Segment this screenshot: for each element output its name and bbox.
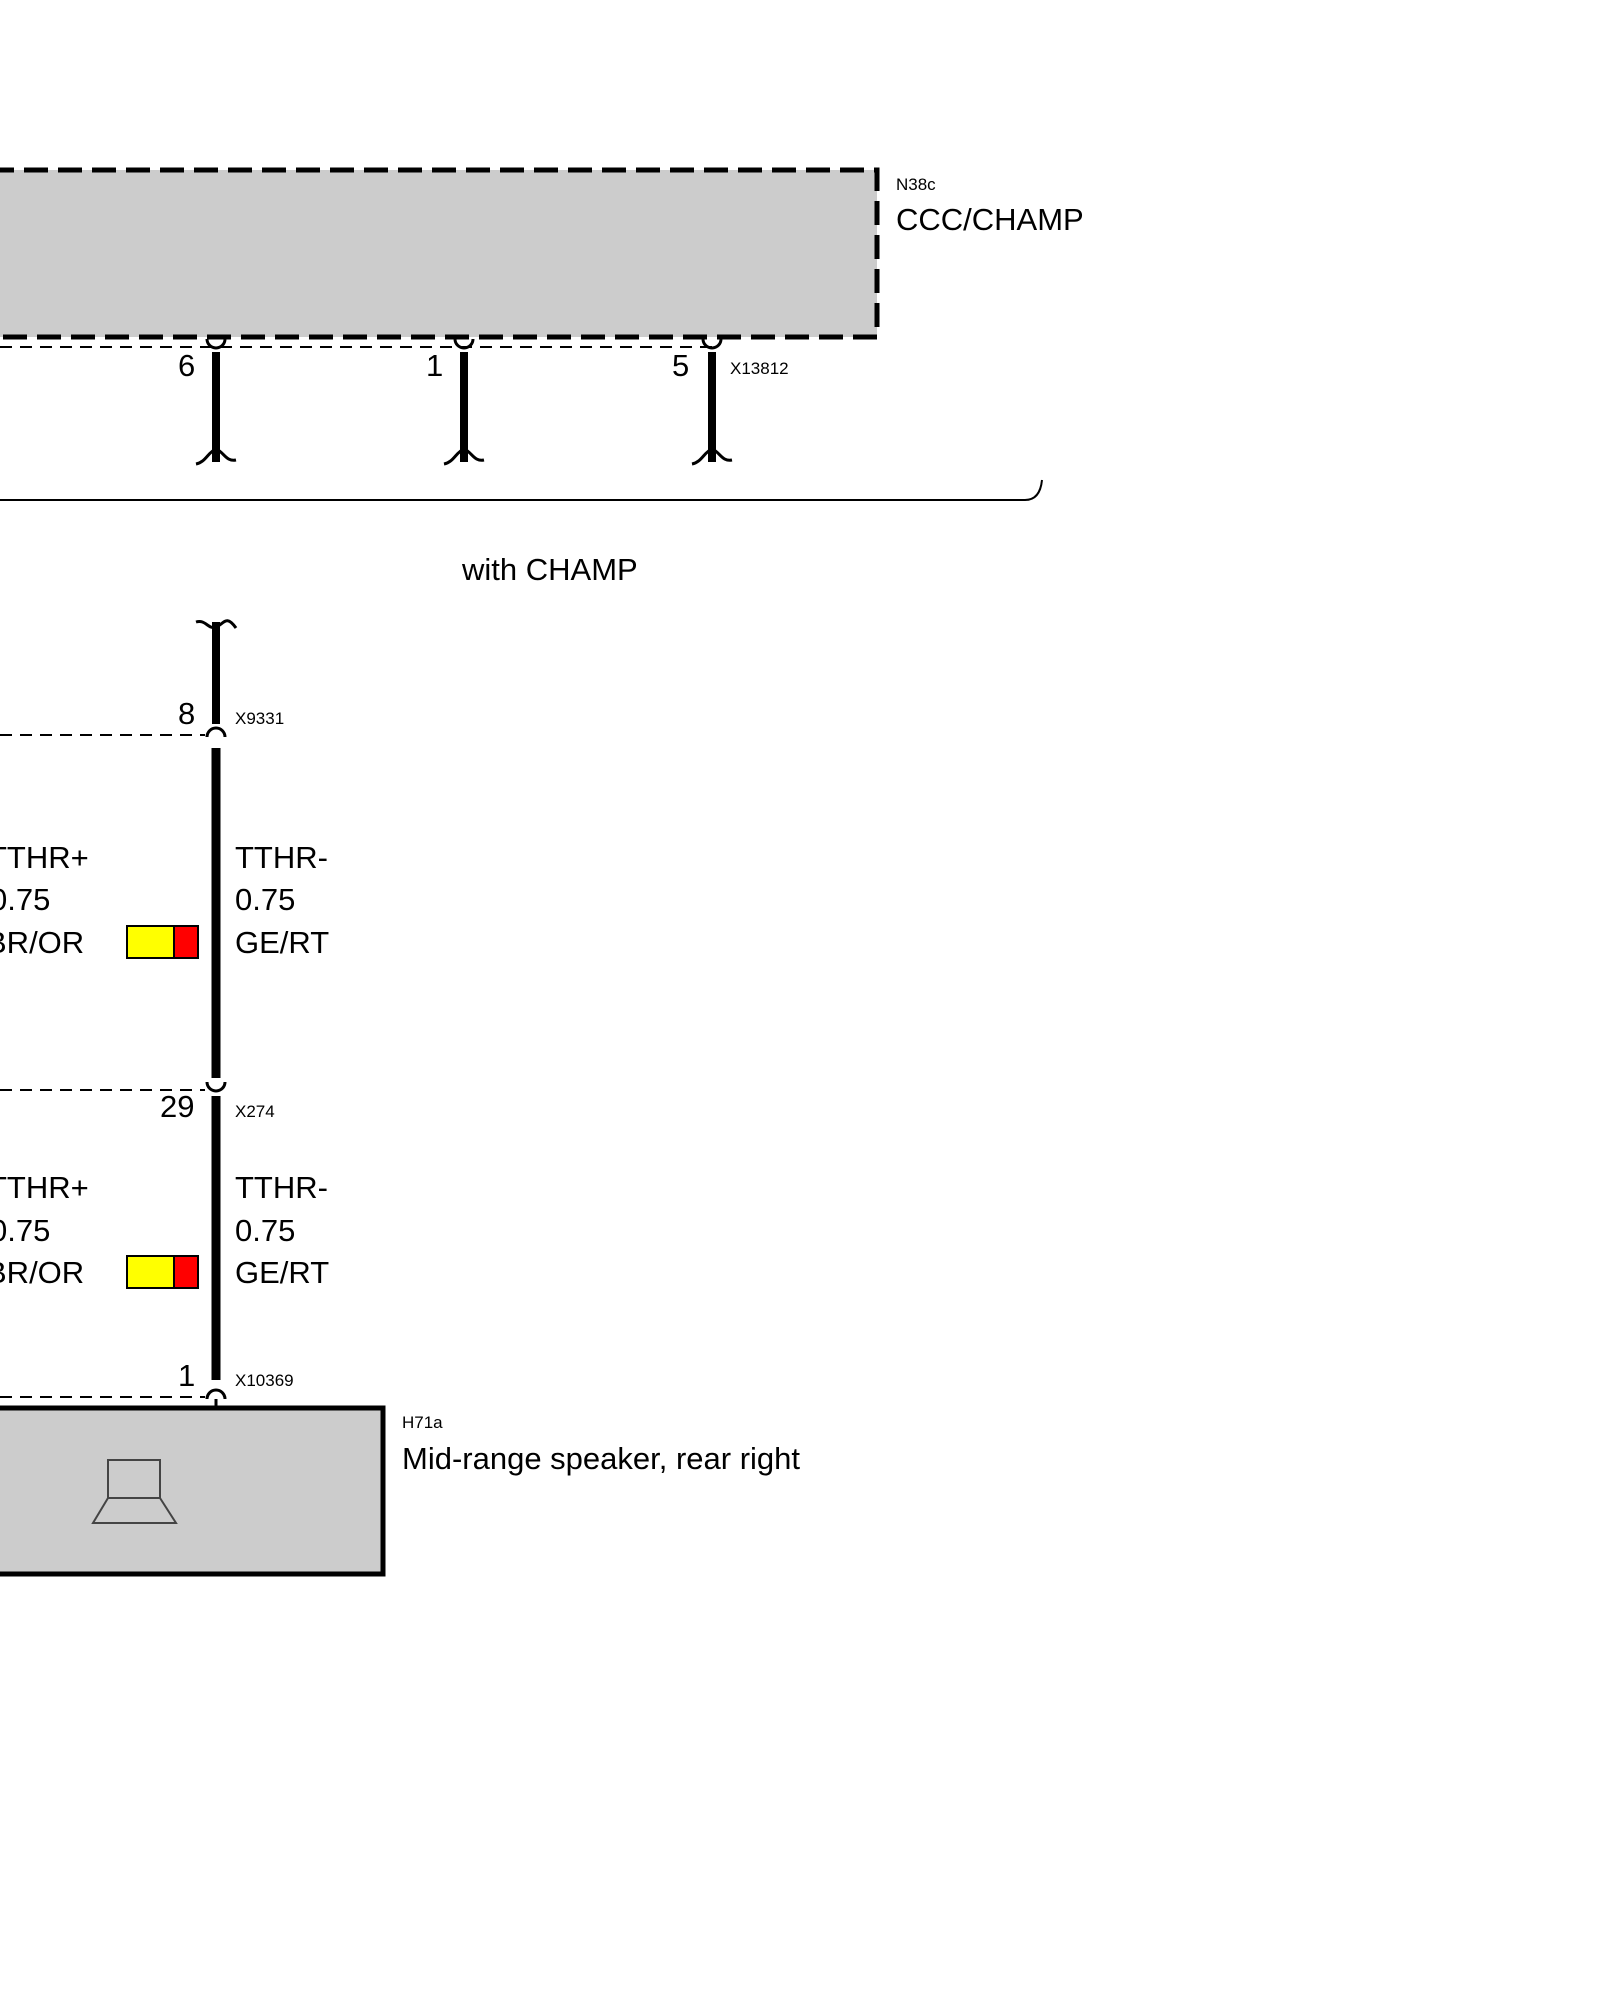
speaker-name: Mid-range speaker, rear right [402,1441,800,1476]
segment-1-left-signal: TTHR+ [0,840,89,875]
pin-socket-arc [205,338,227,350]
segment-2-left-signal: TTHR+ [0,1170,89,1205]
speaker-code: H71a [402,1413,443,1432]
wire-color-swatch-1 [126,925,199,959]
control-module[interactable] [0,167,880,348]
module-pin-5[interactable] [691,338,733,466]
connector-x274-pin: 29 [160,1089,194,1124]
segment-2-right-color: GE/RT [235,1255,329,1290]
pin-socket-arc [205,1388,227,1400]
connector-x9331-pin: 8 [178,696,195,731]
module-pin-1-label: 1 [426,348,443,383]
pin-socket-arc [205,1081,227,1093]
module-connector-id: X13812 [730,359,789,378]
swatch-red [173,1255,199,1289]
module-pin-6[interactable] [195,338,237,466]
segment-1-left-size: 0.75 [0,882,50,917]
variant-label: with CHAMP [461,552,638,587]
module-pin-1[interactable] [443,338,485,466]
segment-2-right-size: 0.75 [235,1213,295,1248]
connector-x9331-id: X9331 [235,709,284,728]
module-pin-5-label: 5 [672,348,689,383]
segment-2-right-signal: TTHR- [235,1170,328,1205]
swatch-yellow [126,925,175,959]
variant-bracket [0,479,1043,501]
swatch-yellow [126,1255,175,1289]
connector-x274[interactable] [0,1081,227,1093]
pin-socket-arc [453,338,475,350]
control-module-body [0,170,877,337]
control-module-name: CCC/CHAMP [896,202,1084,237]
segment-1-right-color: GE/RT [235,925,329,960]
connector-x9331[interactable] [0,726,227,738]
segment-2-left-color: BR/OR [0,1255,84,1290]
segment-1-left-color: BR/OR [0,925,84,960]
speaker-magnet [107,1459,161,1499]
pin-socket-arc [205,726,227,738]
swatch-red [173,925,199,959]
module-pin-6-label: 6 [178,348,195,383]
speaker-icon [91,1459,178,1524]
wire-break-symbol [443,447,485,466]
wire-color-swatch-2 [126,1255,199,1289]
speaker-cone [91,1497,178,1524]
speaker-body [0,1405,386,1577]
wire-break-symbol [691,447,733,466]
pin-socket-arc [701,338,723,350]
connector-x10369-pin: 1 [178,1358,195,1393]
connector-x274-id: X274 [235,1102,275,1121]
speaker-component[interactable] [0,1405,386,1577]
control-module-dashed-border [0,167,880,340]
wire-break-symbol [195,447,237,466]
segment-1-right-size: 0.75 [235,882,295,917]
connector-x10369-id: X10369 [235,1371,294,1390]
segment-1-right-signal: TTHR- [235,840,328,875]
segment-2-left-size: 0.75 [0,1213,50,1248]
control-module-code: N38c [896,175,936,194]
